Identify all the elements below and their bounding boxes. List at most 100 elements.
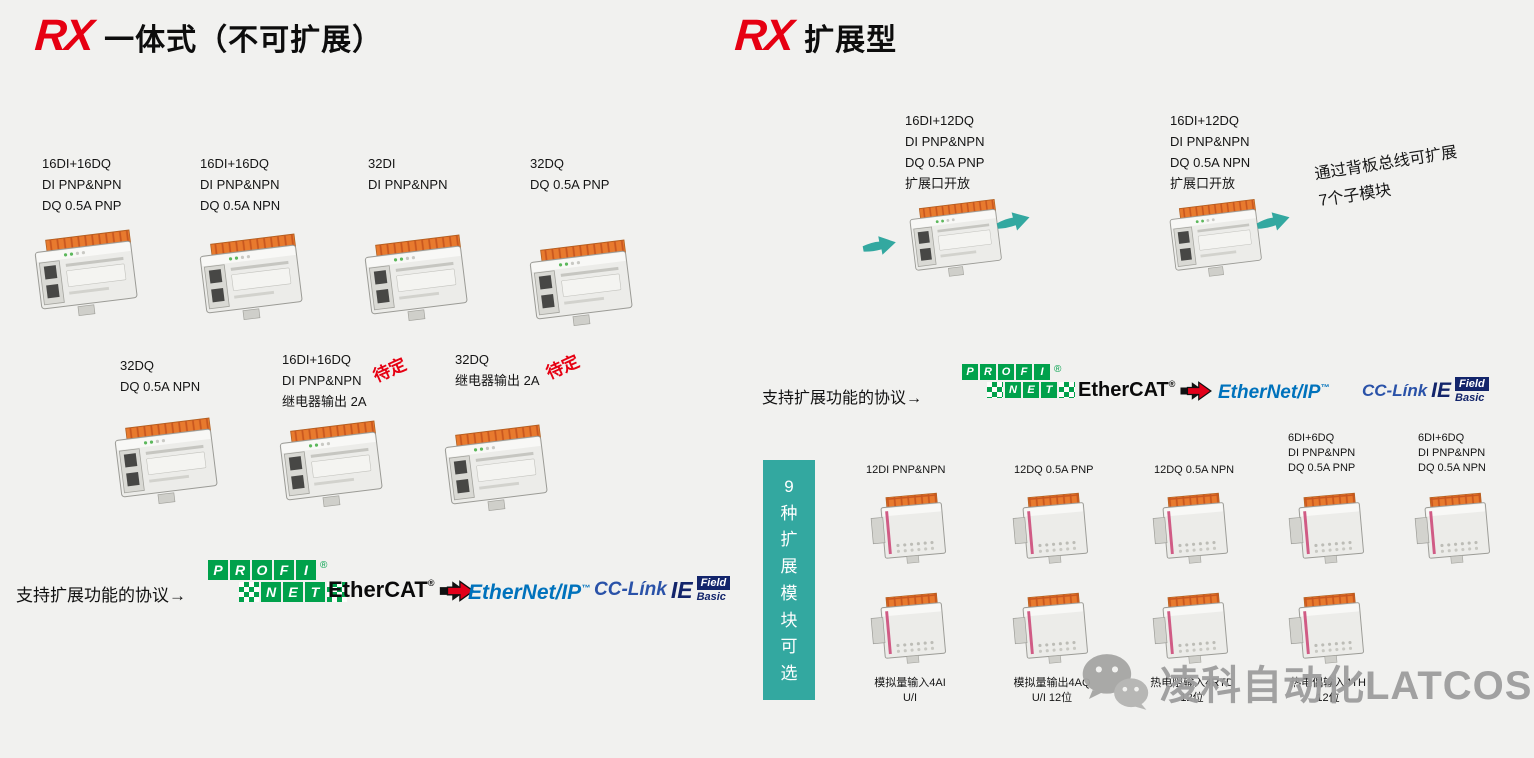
banner-char: 种	[780, 503, 798, 523]
profinet-letter: N	[261, 582, 281, 602]
spec-line: 32DQ	[455, 352, 489, 367]
trademark-mark: ™	[1320, 382, 1330, 393]
profinet-top-row: P R O F I ®	[962, 364, 1075, 380]
expansion-modules-banner: 9 种 扩 展 模 块 可 选	[763, 460, 815, 700]
ethernetip-text: EtherNet/IP	[468, 581, 582, 604]
spec-line: DQ 0.5A PNP	[42, 198, 122, 213]
plc-device-image	[515, 234, 639, 332]
profinet-checker	[987, 382, 1003, 398]
spec-line: 12DQ 0.5A NPN	[1154, 464, 1235, 476]
module-label: 6DI+6DQ DI PNP&NPN DQ 0.5A PNP	[1288, 431, 1355, 476]
profinet-bottom-row: N E T	[987, 382, 1075, 398]
expansion-module-image	[1406, 486, 1498, 566]
module-label: 热电偶输入4TH 12位	[1273, 676, 1383, 706]
right-title: 扩展型	[804, 24, 898, 57]
spec-line: 16DI+16DQ	[42, 156, 112, 171]
backplane-note: 通过背板总线可扩展 7个子模块	[1313, 139, 1464, 215]
profinet-letter: F	[1016, 364, 1032, 380]
spec-line: 16DI+16DQ	[282, 352, 352, 367]
cpu-label: 16DI+12DQ DI PNP&NPN DQ 0.5A NPN 扩展口开放	[1170, 110, 1250, 194]
watermark-text: 凌科自动化LATCOS	[1160, 664, 1533, 708]
banner-char: 展	[780, 557, 798, 577]
spec-line: 32DQ	[120, 358, 154, 373]
profinet-letter: T	[1041, 382, 1057, 398]
expansion-arrow-icon	[860, 231, 900, 261]
spec-line: 继电器输出 2A	[282, 394, 367, 409]
plc-device-image	[265, 415, 389, 513]
cclink-field-basic: Field Basic	[1455, 377, 1489, 405]
registered-mark: ®	[320, 560, 328, 571]
profinet-bottom-row: N E T	[239, 582, 347, 602]
profinet-logo: P R O F I ® N E T	[962, 364, 1075, 398]
spec-line: 12DQ 0.5A PNP	[1014, 464, 1094, 476]
module-label: 12DQ 0.5A NPN	[1154, 463, 1234, 478]
registered-mark: ®	[1168, 379, 1176, 389]
cclink-ie: IE	[670, 576, 693, 603]
cpu-label: 16DI+12DQ DI PNP&NPN DQ 0.5A PNP 扩展口开放	[905, 110, 984, 194]
left-header: RX 一体式（不可扩展）	[33, 11, 383, 60]
spec-line: 6DI+6DQ	[1288, 432, 1335, 444]
profinet-letter: E	[1023, 382, 1039, 398]
spec-line: DQ 0.5A NPN	[1170, 155, 1251, 170]
profinet-letter: P	[208, 560, 228, 580]
spec-line: 热电阻输入4RTD	[1150, 677, 1234, 689]
ethercat-text: EtherCAT	[1078, 379, 1169, 401]
module-label: 模拟量输入4AI U/I	[855, 676, 965, 706]
cclink-field: Field	[696, 576, 731, 591]
spec-line: 继电器输出 2A	[455, 373, 540, 388]
expansion-module-image	[862, 486, 954, 566]
plc-device-image	[100, 412, 224, 510]
spec-line: DQ 0.5A PNP	[530, 177, 610, 192]
spec-line: DI PNP&NPN	[282, 373, 362, 388]
profinet-letter: I	[296, 560, 316, 580]
spec-line: DQ 0.5A NPN	[200, 198, 281, 213]
protocol-support-label: 支持扩展功能的协议→	[16, 586, 186, 605]
spec-line: DI PNP&NPN	[42, 177, 122, 192]
ethernetip-logo: EtherNet/IP™	[1218, 382, 1329, 404]
ethercat-logo: EtherCAT®	[328, 577, 480, 604]
profinet-top-row: P R O F I ®	[208, 560, 347, 580]
spec-line: 16DI+12DQ	[905, 113, 975, 128]
expansion-module-image	[1280, 486, 1372, 566]
expansion-module-image	[1144, 486, 1236, 566]
cclink-field: Field	[1455, 377, 1489, 392]
spec-line: DI PNP&NPN	[1418, 447, 1486, 459]
profinet-letter: O	[998, 364, 1014, 380]
rx-logo: RX	[733, 11, 794, 60]
product-label: 32DI DI PNP&NPN	[368, 153, 447, 195]
expansion-module-image	[1004, 486, 1096, 566]
banner-char: 模	[780, 583, 798, 603]
spec-line: DQ 0.5A PNP	[1288, 462, 1356, 474]
right-header: RX 扩展型	[733, 11, 898, 60]
module-label: 6DI+6DQ DI PNP&NPN DQ 0.5A NPN	[1418, 431, 1486, 476]
profinet-letter: F	[274, 560, 294, 580]
wechat-icon	[1080, 652, 1150, 712]
profinet-letter: I	[1034, 364, 1050, 380]
module-label: 12DI PNP&NPN	[866, 463, 945, 478]
spec-line: 12位	[1316, 692, 1340, 704]
plc-device-image	[185, 228, 309, 326]
pending-badge: 待定	[370, 354, 410, 386]
ethernetip-logo: EtherNet/IP™	[468, 581, 590, 605]
plc-device-image	[430, 419, 554, 517]
plc-device-image	[350, 229, 474, 327]
ethercat-arrow-icon	[1177, 379, 1217, 403]
product-label: 32DQ DQ 0.5A NPN	[120, 355, 200, 397]
product-label: 16DI+16DQ DI PNP&NPN DQ 0.5A PNP	[42, 153, 121, 216]
profinet-letter: R	[230, 560, 250, 580]
ethercat-text: EtherCAT	[328, 577, 428, 602]
module-label: 模拟量输出4AQ U/I 12位	[997, 676, 1107, 706]
cclink-basic: Basic	[1455, 392, 1485, 405]
spec-line: 12位	[1180, 692, 1204, 704]
profinet-logo: P R O F I ® N E T	[208, 560, 347, 602]
banner-char: 9	[784, 476, 794, 496]
cclink-name: CC-Línk	[594, 579, 667, 601]
spec-line: DI PNP&NPN	[905, 134, 985, 149]
spec-line: DI PNP&NPN	[200, 177, 280, 192]
ethercat-logo: EtherCAT®	[1078, 379, 1217, 403]
ethernetip-text: EtherNet/IP	[1218, 382, 1321, 403]
profinet-letter: N	[1005, 382, 1021, 398]
spec-line: 模拟量输出4AQ	[1013, 677, 1091, 689]
profinet-letter: P	[962, 364, 978, 380]
spec-line: 16DI+12DQ	[1170, 113, 1240, 128]
